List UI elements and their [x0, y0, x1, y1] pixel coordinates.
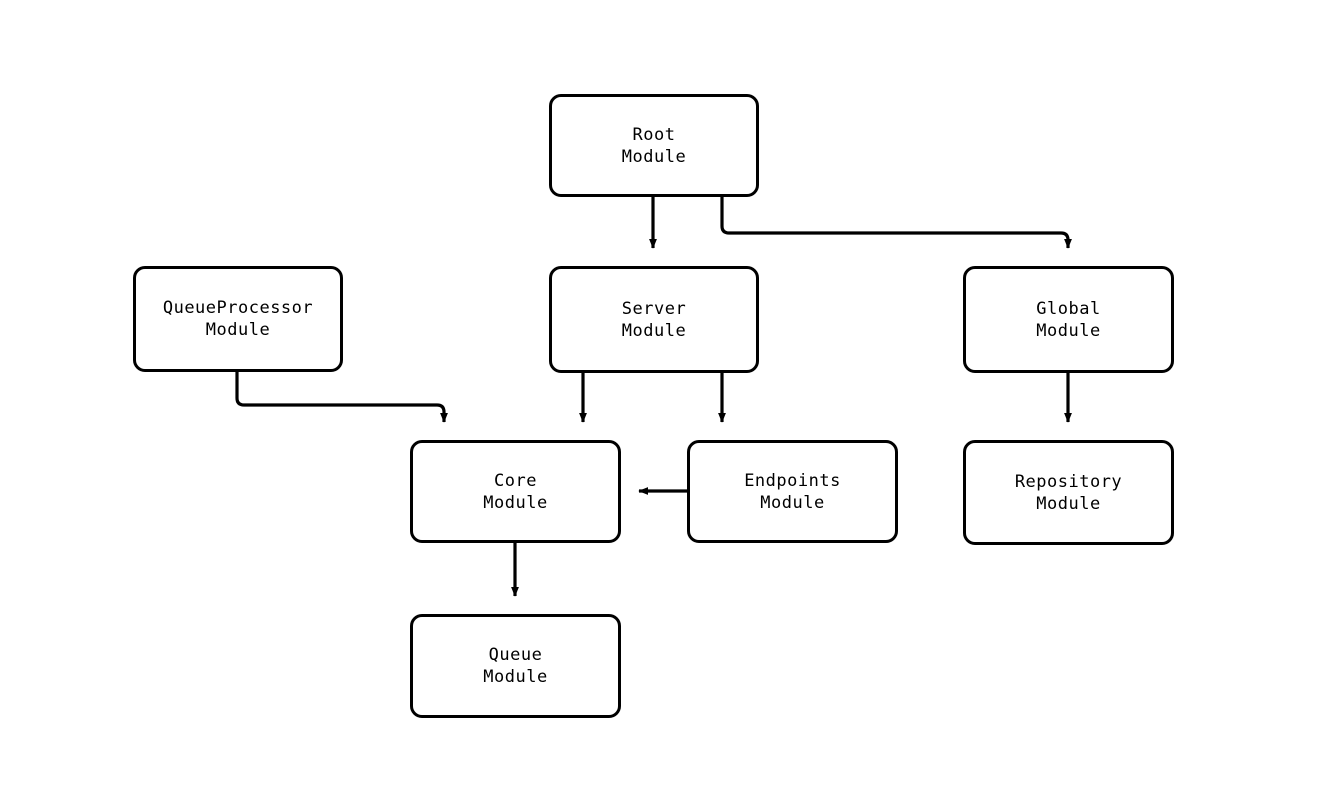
node-queueprocessor-title: QueueProcessor	[162, 298, 314, 318]
edge-queueprocessor-to-core	[235, 372, 448, 423]
node-queue-title: Queue	[488, 645, 543, 665]
node-queue-subtitle: Module	[483, 667, 548, 687]
node-server-title: Server	[621, 298, 687, 319]
node-queueprocessor-subtitle: Module	[205, 320, 271, 340]
node-endpoints-subtitle: Module	[760, 492, 825, 513]
node-core-title: Core	[494, 470, 537, 491]
node-global-subtitle: Module	[1036, 320, 1101, 341]
node-root-title: Root	[632, 124, 676, 145]
node-endpoints-title: Endpoints	[744, 470, 841, 491]
node-server-subtitle: Module	[621, 320, 687, 341]
node-core-subtitle: Module	[483, 492, 548, 513]
node-global-title: Global	[1036, 298, 1101, 319]
edge-root-to-global	[720, 197, 1072, 249]
node-repository-subtitle: Module	[1036, 493, 1101, 514]
node-root-subtitle: Module	[621, 146, 687, 167]
node-repository-title: Repository	[1014, 471, 1123, 492]
